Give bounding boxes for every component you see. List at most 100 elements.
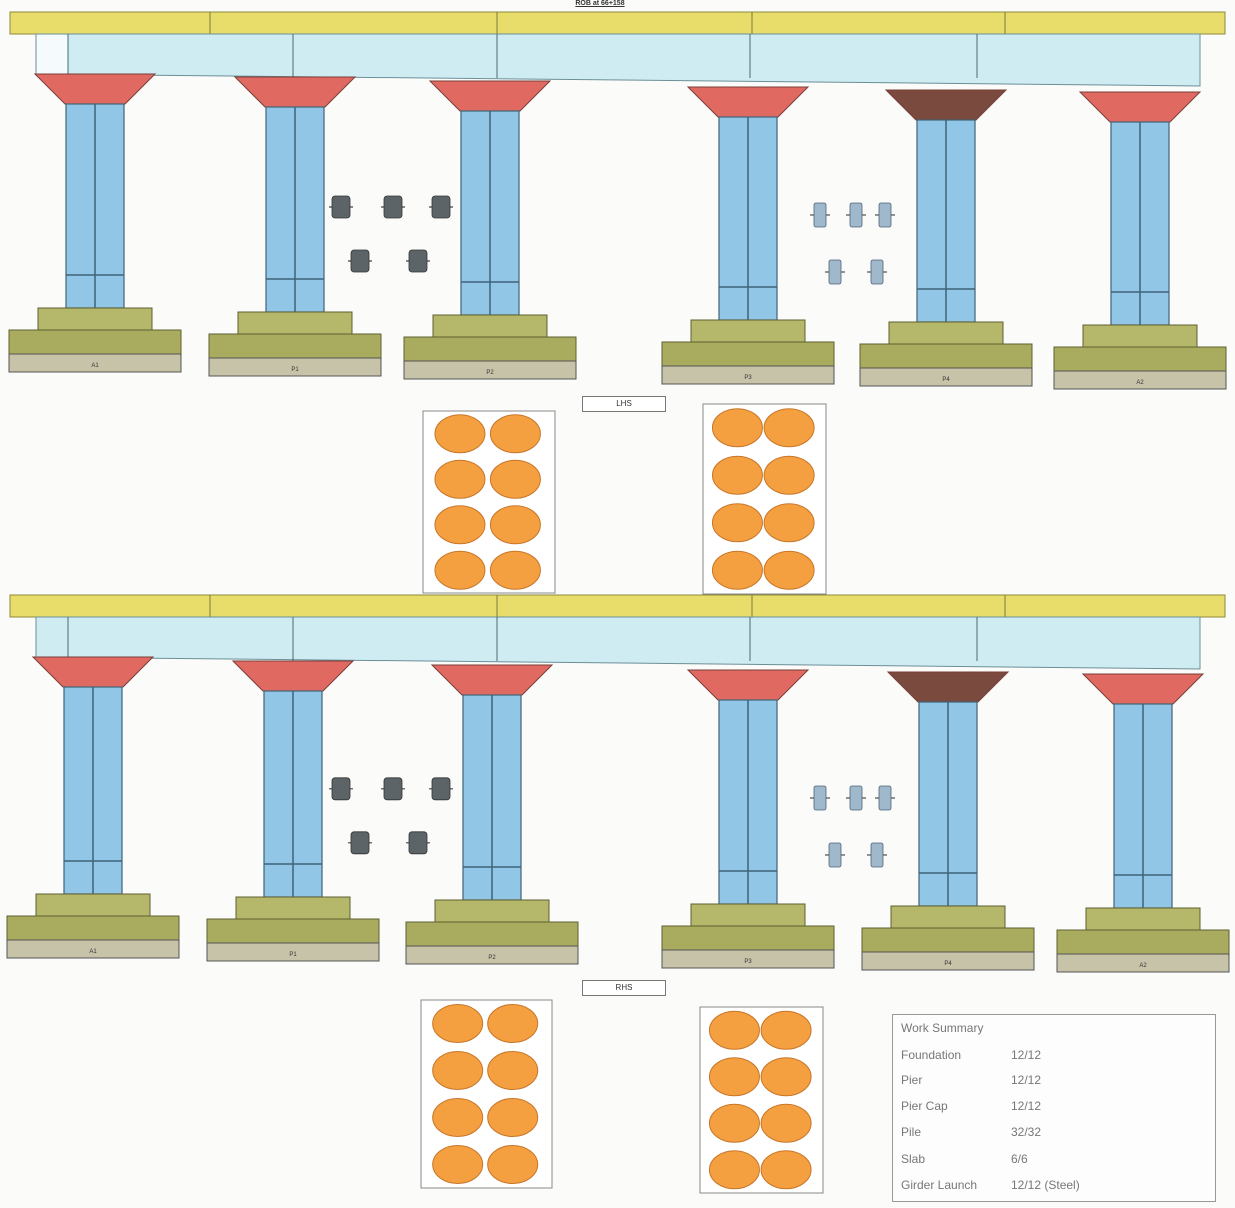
pile (711, 550, 763, 590)
summary-label: Pier Cap (901, 1099, 948, 1113)
light-bearing (849, 202, 863, 228)
pile (487, 1145, 539, 1184)
footing-lower (661, 925, 835, 951)
pile (708, 1010, 760, 1050)
footing-upper (690, 903, 806, 927)
dark-bearing (331, 777, 351, 801)
work-summary-title: Work Summary (901, 1021, 984, 1035)
dark-bearing (408, 831, 428, 855)
footing-upper (37, 307, 153, 331)
pile-group-lhs-left (422, 410, 556, 594)
pile-cap-base (861, 951, 1035, 971)
dark-bearing (431, 777, 451, 801)
summary-value: 12/12 (1011, 1073, 1042, 1087)
light-bearing (813, 202, 827, 228)
footing-lower (208, 333, 382, 359)
pile-cap-base (859, 367, 1033, 387)
pier-label: P2 (486, 370, 494, 376)
pile-cap-base (661, 949, 835, 969)
footing-upper (235, 896, 351, 920)
pier-cap (1081, 673, 1205, 705)
pier-cap (886, 671, 1010, 703)
pier-cap (686, 86, 810, 118)
summary-row-foundation: Foundation 12/12 (901, 1048, 1201, 1068)
light-bearing (813, 785, 827, 811)
pile-cap-base (6, 939, 180, 959)
girder-band (35, 33, 1201, 87)
pier-cap (31, 656, 155, 688)
summary-label: Pier (901, 1073, 923, 1087)
summary-label: Pile (901, 1125, 922, 1139)
summary-row-pile: Pile 32/32 (901, 1125, 1201, 1145)
dark-bearing (431, 195, 451, 219)
girder-band (35, 616, 1201, 670)
summary-value: 6/6 (1011, 1152, 1028, 1166)
pier-label: P1 (289, 952, 297, 958)
light-bearing (870, 259, 884, 285)
pile (763, 408, 815, 448)
footing-upper (35, 893, 151, 917)
light-bearing (878, 202, 892, 228)
pier-cap (430, 664, 554, 696)
deck-slab (9, 11, 1226, 35)
footing-lower (6, 915, 180, 941)
pile (487, 1051, 539, 1090)
pile-cap-base (1056, 953, 1230, 973)
footing-lower (1053, 346, 1227, 372)
dark-bearing (408, 249, 428, 273)
footing-upper (690, 319, 806, 343)
summary-row-pier: Pier 12/12 (901, 1073, 1201, 1093)
footing-lower (861, 927, 1035, 953)
pier-cap (233, 76, 357, 108)
footing-lower (1056, 929, 1230, 955)
pile-cap-base (206, 942, 380, 962)
pile-group-rhs-right (699, 1006, 824, 1194)
pier-cap (686, 669, 810, 701)
pier-label: P4 (942, 377, 950, 383)
light-bearing (828, 259, 842, 285)
pile (711, 455, 763, 495)
pile (763, 550, 815, 590)
pile (489, 459, 541, 499)
pier-label: A2 (1136, 380, 1144, 386)
footing-upper (1082, 324, 1198, 348)
footing-upper (237, 311, 353, 335)
footing-lower (8, 329, 182, 355)
diagram-title: ROB at 66+158 (575, 0, 625, 7)
pile (489, 414, 541, 454)
pile (432, 1098, 484, 1137)
deck-slab (9, 594, 1226, 618)
footing-upper (434, 899, 550, 923)
pile (711, 503, 763, 543)
dark-bearing (383, 195, 403, 219)
pile (434, 459, 486, 499)
light-bearing (849, 785, 863, 811)
pier-label: P3 (744, 959, 752, 965)
pile (760, 1150, 812, 1190)
summary-value: 12/12 (Steel) (1011, 1178, 1080, 1192)
pile-cap-base (661, 365, 835, 385)
footing-lower (403, 336, 577, 362)
pier-label: P4 (944, 961, 952, 967)
light-bearing (870, 842, 884, 868)
pile-group-lhs-right (702, 403, 827, 595)
pile (487, 1098, 539, 1137)
summary-row-girder-launch: Girder Launch 12/12 (Steel) (901, 1178, 1201, 1198)
footing-lower (661, 341, 835, 367)
summary-value: 32/32 (1011, 1125, 1042, 1139)
pile (760, 1010, 812, 1050)
pile (434, 550, 486, 590)
pier-label: P2 (488, 955, 496, 961)
pier-label: A2 (1139, 963, 1147, 969)
pile (487, 1004, 539, 1043)
pile-group-rhs-left (420, 999, 553, 1189)
pile (763, 455, 815, 495)
pile-cap-base (208, 357, 382, 377)
footing-lower (206, 918, 380, 944)
pier-cap (1078, 91, 1202, 123)
dark-bearing (331, 195, 351, 219)
summary-label: Foundation (901, 1048, 962, 1062)
